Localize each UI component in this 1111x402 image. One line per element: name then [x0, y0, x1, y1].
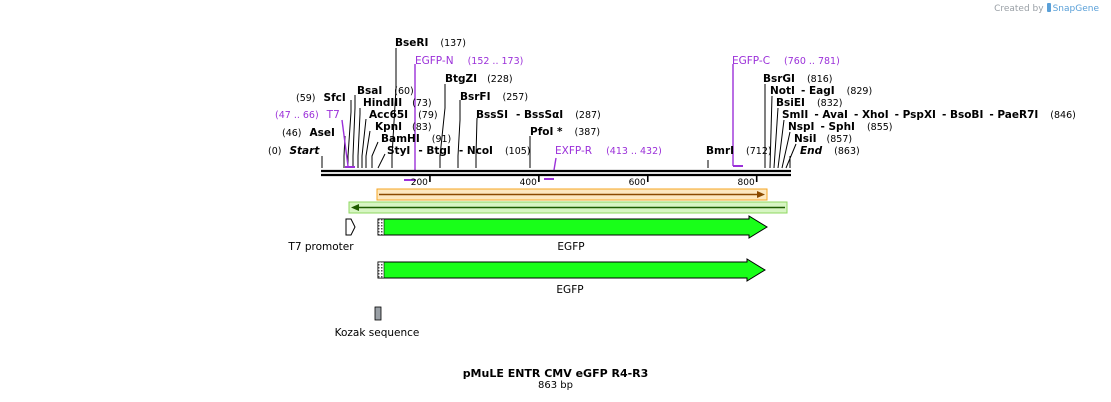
ruler: 200 400 600 800: [411, 175, 758, 188]
enzyme-label-bsiei: BsiEI(832): [776, 97, 842, 109]
enzyme-label-bsrgi: BsrGI(816): [763, 73, 833, 85]
primer-markers: [341, 64, 743, 181]
enzyme-label-bsrfi: BsrFI(257): [460, 91, 528, 103]
enzyme-label-acc65i: Acc65I(79): [369, 109, 438, 121]
enzyme-label-bseri: BseRI(137): [395, 37, 466, 49]
enzyme-label-sfci: (59)SfcI: [296, 92, 346, 104]
enzyme-label-nsii: NsiI(857): [794, 133, 852, 145]
enzyme-label-bmri: BmrI(712): [706, 145, 772, 157]
ruler-tick-label: 400: [520, 178, 537, 188]
ruler-tick-label: 800: [738, 178, 755, 188]
t7-promoter-feature: T7 promoter: [287, 218, 356, 253]
primer-label-egfp-n: EGFP-N(152 .. 173): [415, 55, 523, 67]
enzyme-label-kpni: KpnI(83): [375, 121, 432, 133]
enzyme-label-asei: (46)AseI: [282, 127, 335, 139]
enzyme-labels: BseRI(137) BtgZI(228) (59)SfcI BsaI(60) …: [282, 37, 1076, 157]
sequence-line: [321, 169, 791, 177]
enzyme-label-hindiii: HindIII(73): [363, 97, 432, 109]
enzyme-label-bsssi: BssSI- BssSαI(287): [476, 109, 601, 121]
enzyme-label-nspi-sphi: NspI- SphI(855): [788, 121, 893, 133]
ruler-tick-label: 200: [411, 178, 428, 188]
watermark: Created by SnapGene: [994, 3, 1099, 14]
primer-label-t7: (47 .. 66)T7: [275, 109, 340, 121]
egfp-label-2: EGFP: [556, 284, 583, 296]
map-length: 863 bp: [538, 380, 573, 391]
kozak-label: Kozak sequence: [335, 327, 420, 339]
enzyme-label-noti-eagi: NotI- EagI(829): [770, 85, 872, 97]
snapgene-logo-icon: [1046, 3, 1051, 12]
watermark-brand: SnapGene: [1052, 4, 1099, 14]
feature-orange-arrow: [376, 188, 768, 201]
egfp-label-1: EGFP: [557, 241, 584, 253]
enzyme-label-bamhi: BamHI(91): [381, 133, 451, 145]
primer-label-exfp-r: EXFP-R(413 .. 432): [555, 145, 662, 157]
start-label: (0)Start: [268, 145, 320, 157]
primer-label-egfp-c: EGFP-C(760 .. 781): [732, 55, 840, 67]
map-title: pMuLE ENTR CMV eGFP R4-R3: [462, 367, 649, 380]
ruler-tick-label: 600: [629, 178, 646, 188]
enzyme-label-pfoi: PfoI *(387): [530, 126, 600, 138]
egfp-feature-1: EGFP: [377, 215, 768, 253]
enzyme-leaders: [321, 48, 797, 169]
end-label: End(863): [800, 145, 860, 157]
kozak-feature: Kozak sequence: [335, 306, 420, 339]
enzyme-label-styi-btgi-ncoi: StyI- BtgI- NcoI(105): [387, 145, 531, 157]
primer-labels: EGFP-N(152 .. 173) (47 .. 66)T7 EXFP-R(4…: [275, 55, 840, 157]
egfp-feature-2: EGFP: [377, 258, 766, 296]
enzyme-label-smii-group: SmII- AvaI- XhoI- PspXI- BsoBI- PaeR7I(8…: [782, 109, 1076, 121]
enzyme-label-bsai: BsaI(60): [357, 85, 414, 97]
watermark-created-by: Created by: [994, 4, 1044, 14]
t7-promoter-label: T7 promoter: [287, 241, 354, 253]
enzyme-label-btgzi: BtgZI(228): [445, 73, 513, 85]
feature-green-arrow: [348, 201, 788, 214]
